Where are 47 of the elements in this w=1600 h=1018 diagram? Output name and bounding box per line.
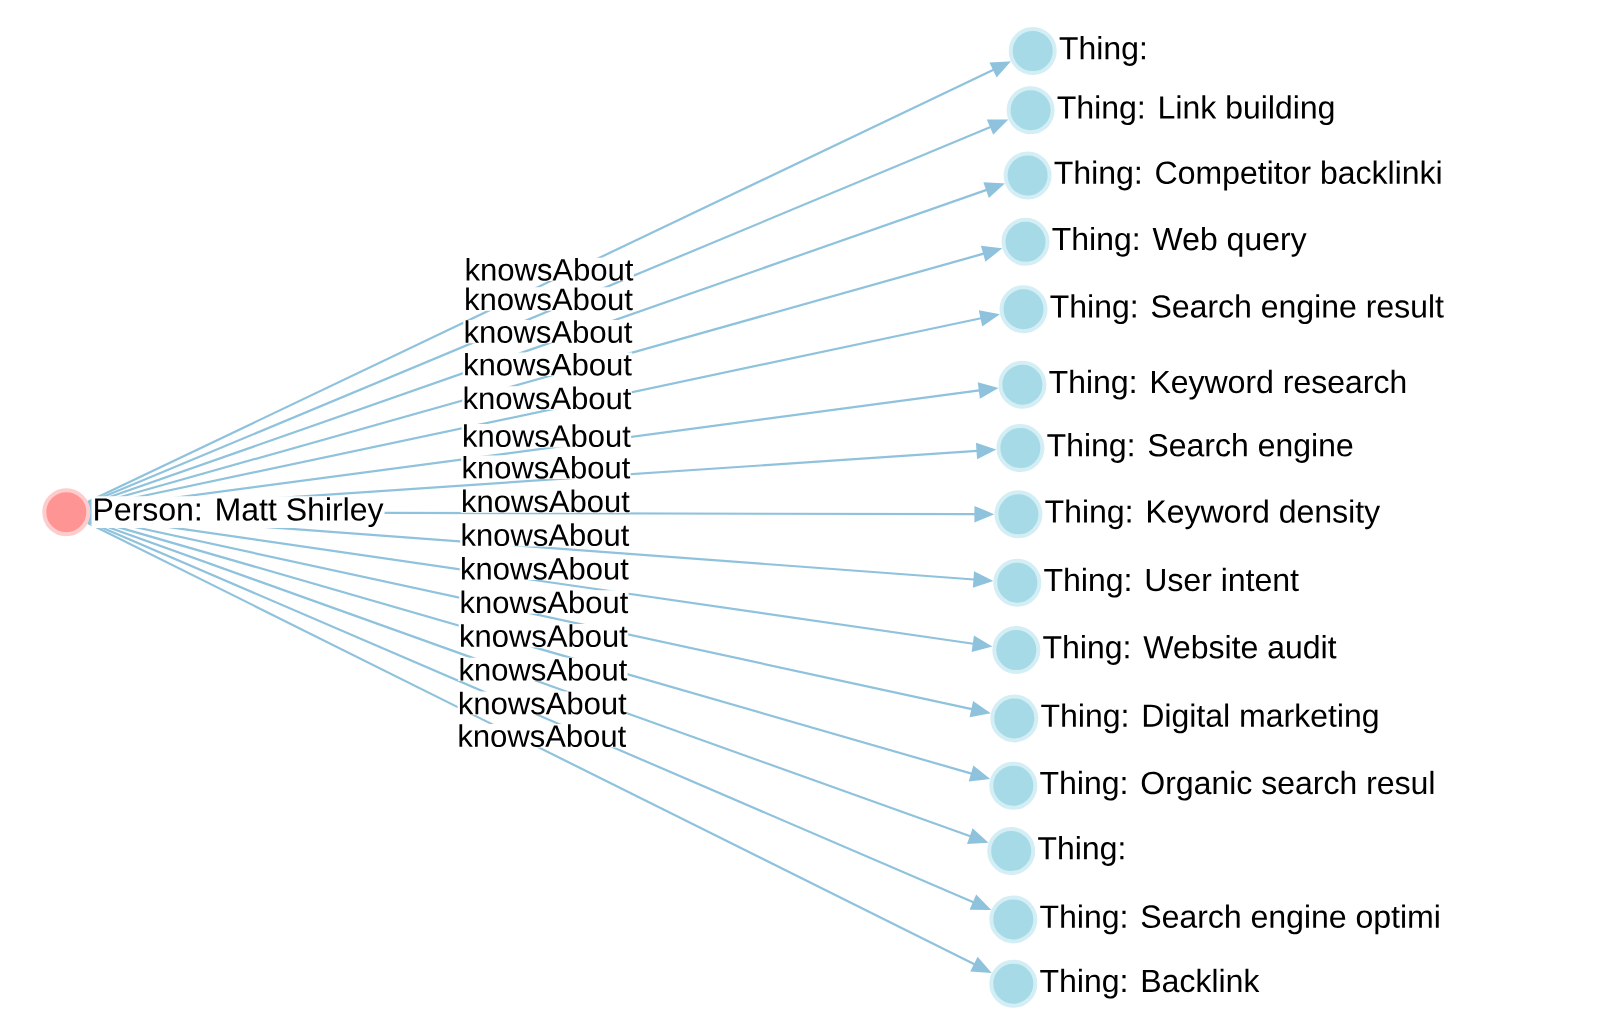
node-label: Thing: User intent [1042,566,1301,599]
edge-label: knowsAbout [460,489,631,513]
edge-label: knowsAbout [460,523,630,547]
node-label: Thing: [1057,35,1149,67]
node-label: Thing: Organic search resul [1038,769,1437,802]
edge-label: knowsAbout [464,257,634,282]
thing-node [999,285,1048,334]
node-label: Thing: Website audit [1041,634,1338,666]
thing-node [987,827,1036,875]
edge-label: knowsAbout [461,455,631,479]
thing-node [1001,217,1050,266]
node-label: Thing: Link building [1055,94,1337,127]
edge-label: knowsAbout [459,590,629,614]
node-label: Thing: Web query [1050,225,1308,258]
edge-label: knowsAbout [462,352,633,376]
node-label: Thing: Search engine [1045,432,1355,464]
node-label: Thing: Keyword density [1043,498,1382,531]
thing-node [1003,151,1052,200]
edge-label: knowsAbout [462,386,632,410]
edge-label: knowsAbout [457,691,628,715]
thing-node [989,895,1038,944]
node-label: Thing: Search engine optimi [1038,903,1442,936]
node-label: Thing: Digital marketing [1039,702,1381,735]
person-node [42,488,91,537]
edge-label: knowsAbout [457,724,627,748]
edge-label: knowsAbout [458,624,629,648]
thing-node [989,959,1038,1008]
node-label: Thing: [1036,835,1128,867]
thing-node [992,626,1041,674]
edge-label: knowsAbout [463,287,634,311]
thing-node [998,360,1047,409]
thing-node [1006,86,1055,135]
node-label: Thing: Backlink [1038,967,1261,1000]
thing-node [990,694,1039,743]
edge-label: knowsAbout [459,556,630,581]
node-label: Thing: Competitor backlinki [1052,159,1444,192]
edge-label: knowsAbout [463,319,633,344]
edge-label: knowsAbout [458,657,628,682]
thing-node [1008,27,1057,75]
thing-node [989,761,1038,810]
thing-node [993,558,1042,607]
node-label: Thing: Keyword research [1047,368,1409,401]
thing-node [996,424,1045,472]
edge-label: knowsAbout [461,424,632,448]
node-label: Person: Matt Shirley [91,496,385,529]
thing-node [994,490,1043,539]
node-label: Thing: Search engine result [1048,293,1446,326]
